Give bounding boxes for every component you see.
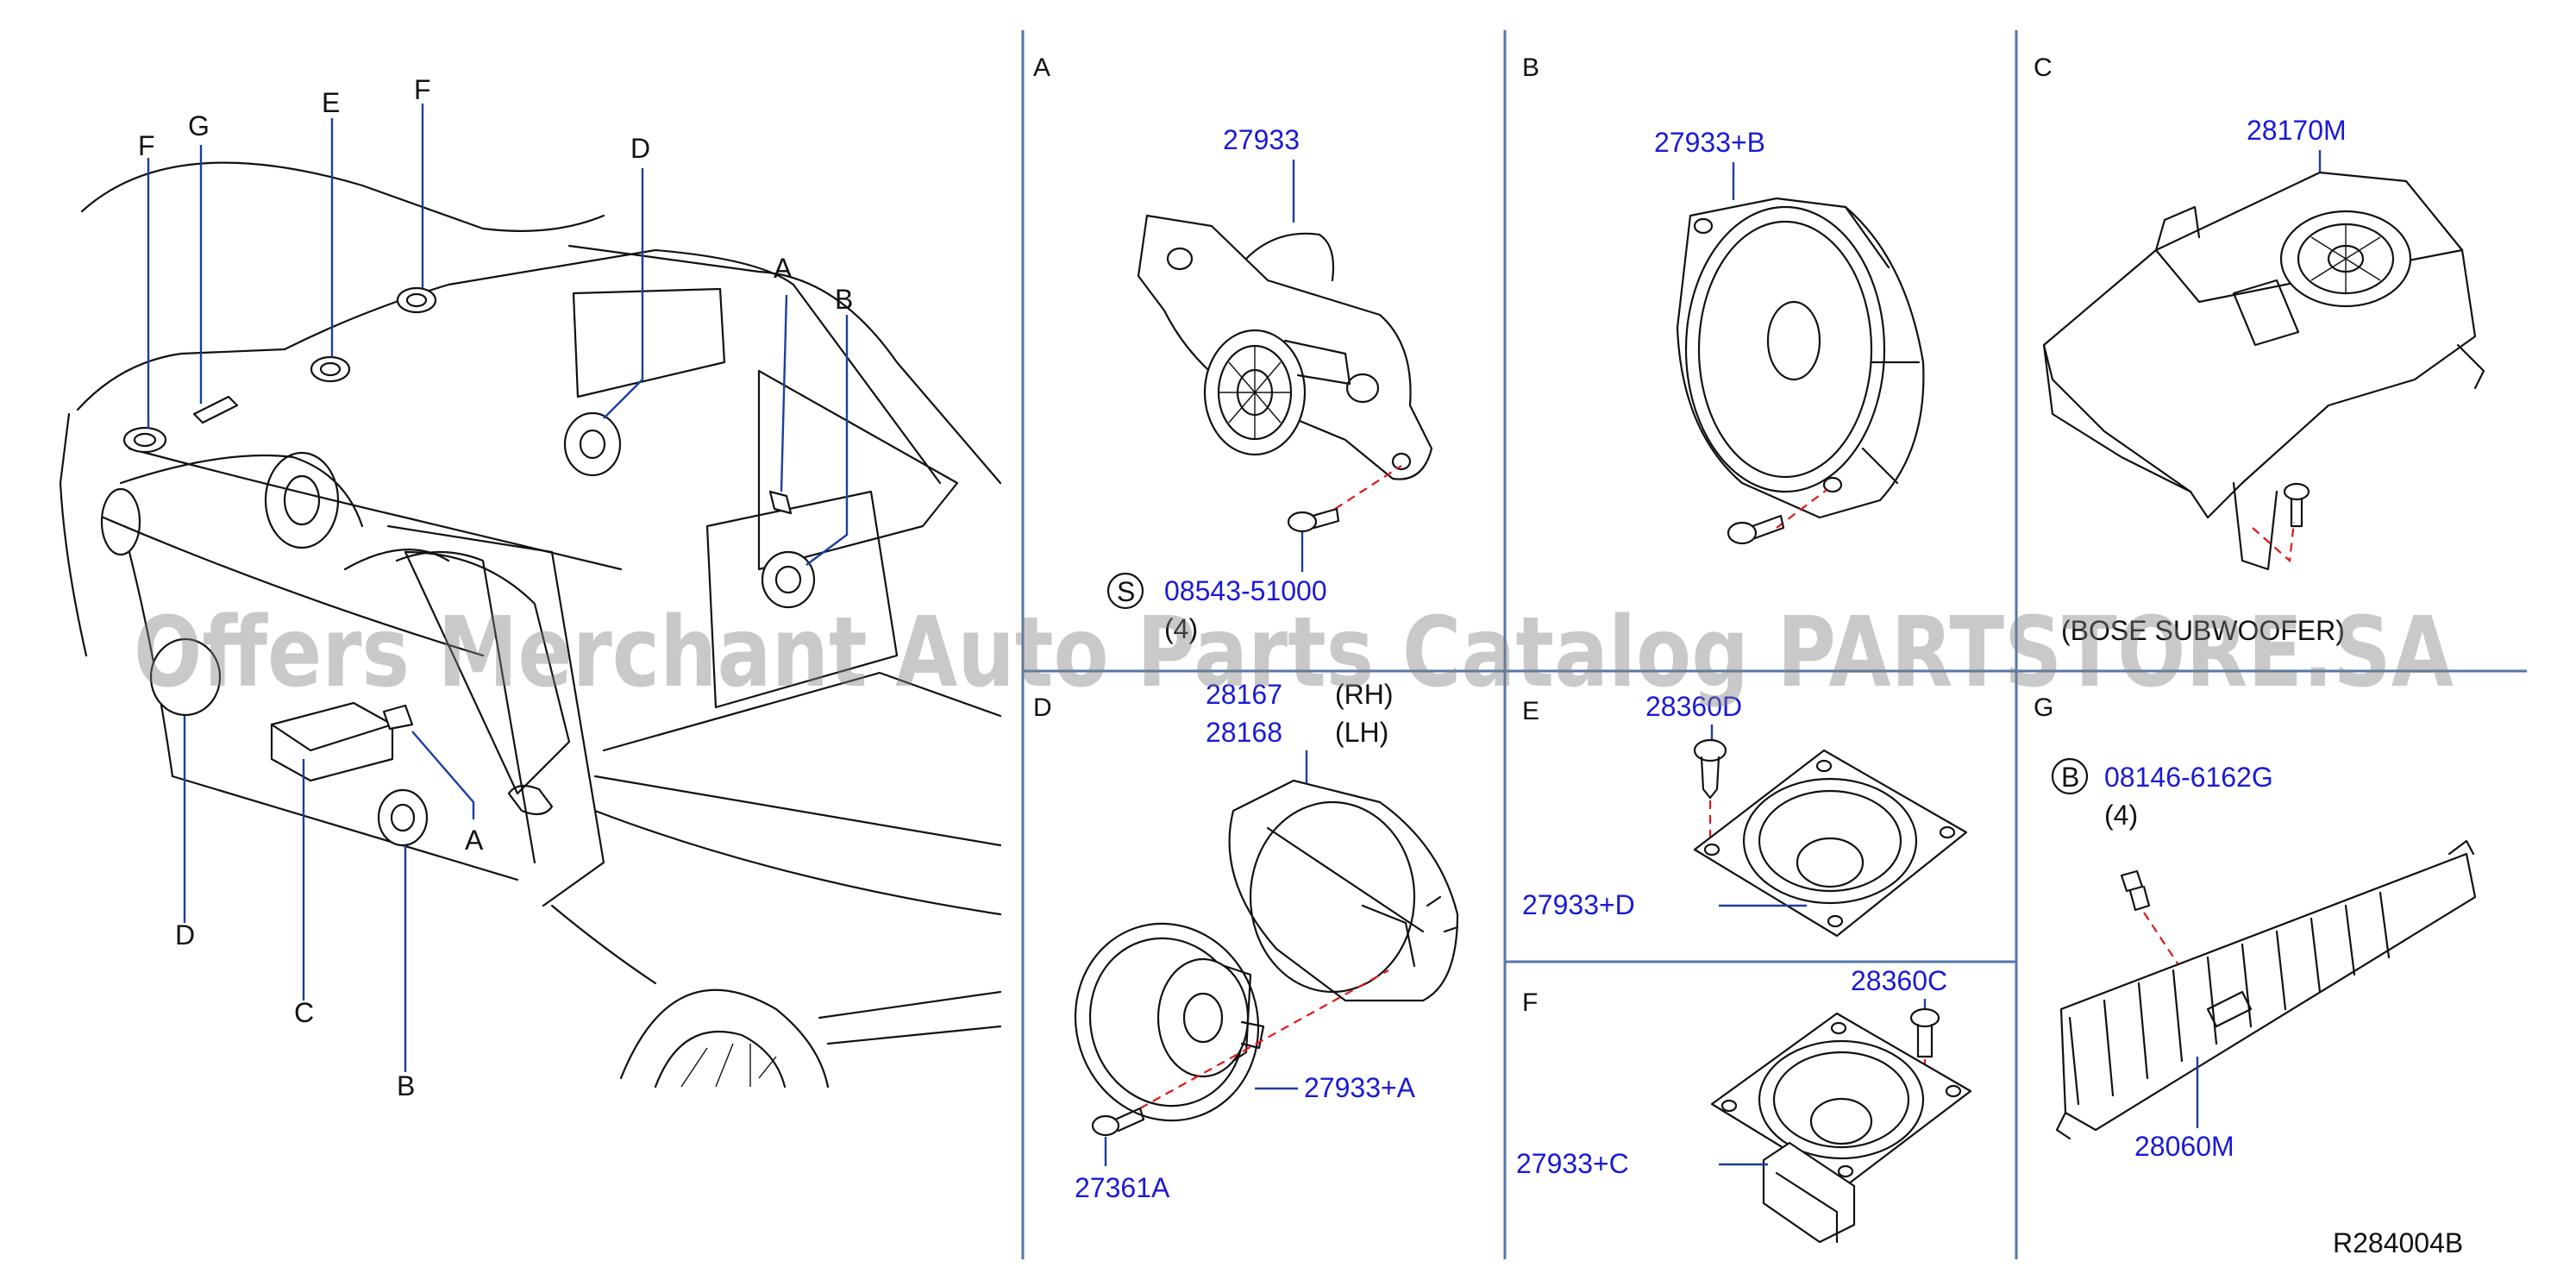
section-e-label: E: [1522, 697, 1539, 725]
part-08146-6162g-qty: (4): [2104, 800, 2138, 831]
part-27933-d-label: 27933+D: [1522, 889, 1635, 920]
part-27933-a-label: 27933+A: [1304, 1072, 1416, 1103]
part-08543-51000-label: 08543-51000: [1164, 575, 1327, 606]
vehicle-labels: F G E F D A B D C B A: [138, 74, 853, 1101]
bolt-c-drawing: [2283, 482, 2310, 528]
section-d-label: D: [1033, 693, 1052, 722]
part-28360d-label: 28360D: [1645, 691, 1742, 722]
vehicle-label-a-bottom: A: [465, 825, 484, 856]
screw-08543-51000-drawing: [1287, 507, 1340, 533]
vehicle-label-b-top: B: [835, 284, 853, 315]
section-f: F 28360C 27933+C: [1516, 965, 1972, 1244]
section-a: A 27933 S 08543-51000 (4): [1033, 53, 1433, 644]
screw-symbol-circle: [1106, 572, 1144, 610]
dash-speaker-f-drawing: [1710, 1012, 1972, 1244]
bolt-symbol-b: B: [2061, 762, 2079, 793]
part-08146-6162g-label: 08146-6162G: [2104, 762, 2273, 793]
vehicle-label-c-bottom: C: [294, 997, 314, 1028]
vehicle-label-b-bottom: B: [397, 1070, 415, 1101]
door-speaker-drawing: [1676, 197, 1925, 519]
section-c-label: C: [2034, 53, 2053, 82]
vehicle-label-g: G: [188, 110, 210, 141]
subwoofer-note: (BOSE SUBWOOFER): [2061, 615, 2345, 646]
speaker-f-right-location: [396, 286, 437, 314]
speaker-d-rear-location: [563, 411, 622, 477]
section-a-label: A: [1033, 53, 1050, 82]
vehicle-label-d-bottom: D: [175, 919, 195, 951]
screw-b-drawing: [1727, 514, 1785, 545]
vehicle-label-f-left: F: [138, 130, 155, 161]
part-28170m-label: 28170M: [2247, 115, 2347, 146]
part-28167-label: 28167: [1206, 679, 1282, 710]
diagram-code: R284004B: [2333, 1227, 2463, 1258]
part-27933-label: 27933: [1223, 124, 1300, 155]
amplifier-drawing: [2055, 839, 2477, 1140]
vehicle-overview: [59, 104, 1002, 1089]
section-d: D 28167 (RH) 28168 (LH) 27933+A 27361A: [1033, 679, 1459, 1203]
part-27933-b-label: 27933+B: [1654, 127, 1765, 158]
screw-27361a-drawing: [1091, 1107, 1145, 1137]
speaker-bracket-drawing: [1228, 779, 1459, 1002]
part-28167-side: (RH): [1335, 679, 1394, 710]
panel-dividers: [1021, 30, 2527, 1259]
watermark-text: Offers Merchant Auto Parts Catalog PARTS…: [134, 597, 2454, 709]
part-28060m-label: 28060M: [2134, 1131, 2234, 1162]
part-08543-51000-qty: (4): [1164, 613, 1198, 644]
vehicle-label-f-right: F: [414, 74, 431, 105]
part-28360c-label: 28360C: [1851, 965, 1947, 996]
speaker-f-left-location: [122, 426, 167, 454]
section-b-label: B: [1522, 53, 1539, 82]
vehicle-label-e: E: [322, 87, 340, 118]
part-27361a-label: 27361A: [1075, 1172, 1170, 1203]
bolt-g-drawing: [2120, 869, 2151, 912]
speaker-e-location: [310, 355, 351, 383]
vehicle-label-d-top: D: [630, 133, 650, 164]
amp-g-location: [192, 395, 239, 424]
section-g: G B 08146-6162G (4) 28060M: [2034, 693, 2477, 1162]
part-28168-label: 28168: [1206, 717, 1282, 748]
section-f-label: F: [1522, 988, 1538, 1017]
dash-speaker-e-drawing: [1693, 749, 1968, 938]
section-g-label: G: [2034, 693, 2053, 722]
part-28168-side: (LH): [1335, 717, 1388, 748]
section-e: E 28360D 27933+D: [1522, 691, 1968, 938]
bolt-symbol-circle: [2051, 757, 2089, 795]
screw-symbol-s: S: [1117, 576, 1135, 607]
speaker-b-door-location: [377, 788, 429, 847]
section-b: B 27933+B: [1522, 53, 1925, 545]
speaker-b-location: [761, 550, 816, 609]
part-27933-c-label: 27933+C: [1516, 1148, 1629, 1179]
tweeter-bracket-drawing: [1137, 214, 1433, 480]
screw-28360c-drawing: [1909, 1007, 1940, 1058]
subwoofer-c-location: [270, 701, 394, 752]
tweeter-a-door-location: [382, 704, 414, 731]
tweeter-a-location: [768, 490, 793, 515]
clip-28360d-drawing: [1693, 738, 1727, 800]
section-c: C 28170M (BOSE SUBWOOFER): [2034, 53, 2485, 646]
speaker-d-front-location: [149, 637, 222, 717]
vehicle-label-a-top: A: [774, 253, 793, 284]
subwoofer-drawing: [2042, 171, 2485, 571]
rear-speaker-drawing: [1074, 922, 1265, 1122]
